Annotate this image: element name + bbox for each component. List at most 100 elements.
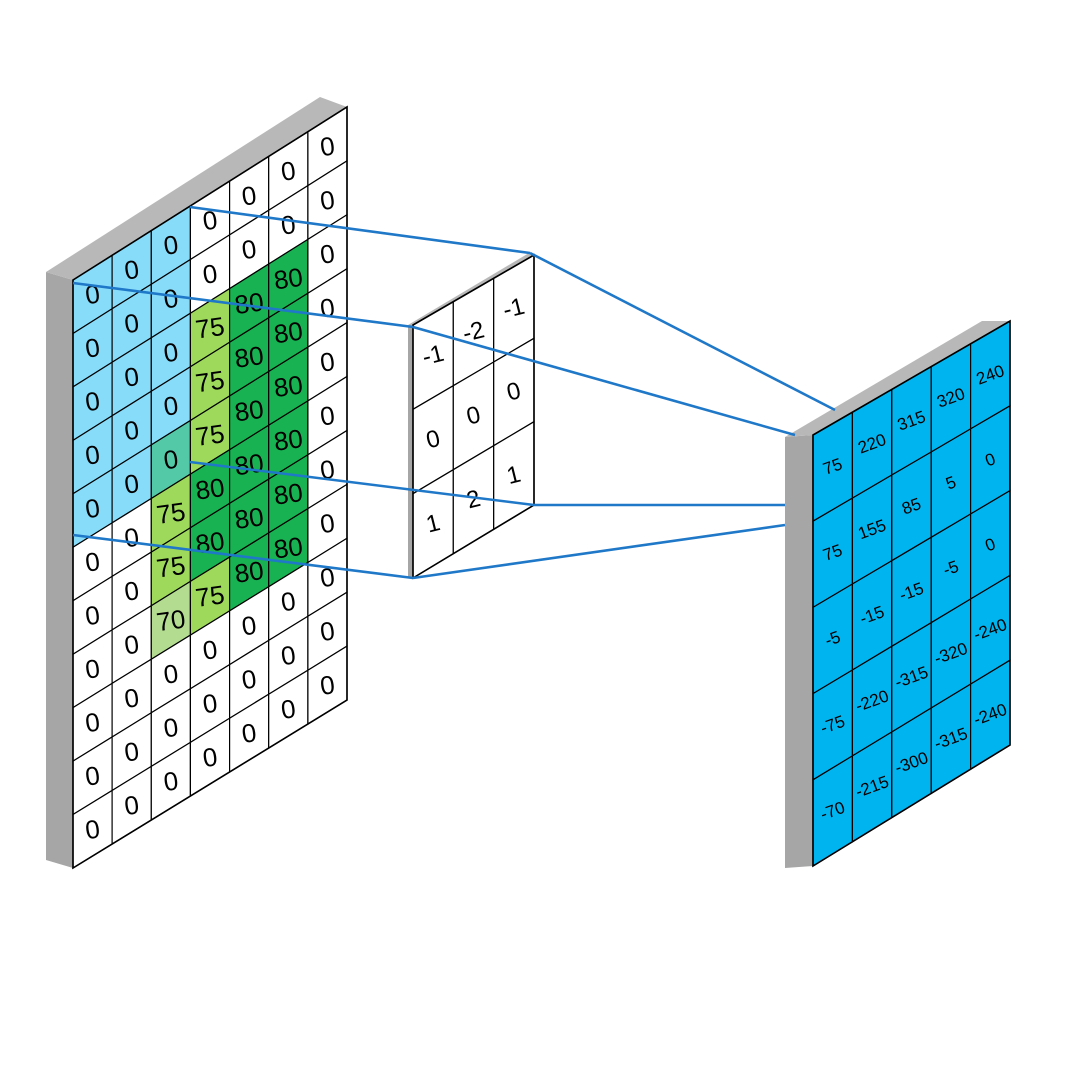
input-cell-value: 0 [83, 653, 102, 685]
input-cell-value: 0 [162, 336, 181, 368]
input-cell-value: 0 [162, 283, 181, 315]
connector-line [412, 325, 796, 437]
input-cell-value: 80 [272, 477, 305, 511]
input-cell-value: 80 [272, 369, 305, 403]
connector-lines [72, 205, 836, 580]
input-cell-value: 0 [162, 390, 181, 422]
connector-line [72, 281, 414, 329]
output-frame-top [785, 321, 1010, 437]
input-cell-value: 0 [162, 712, 181, 744]
input-cell-value: 0 [83, 332, 102, 364]
output-cell-value: -5 [941, 557, 962, 580]
connector-line [412, 523, 786, 580]
input-cell-value: 0 [318, 561, 337, 593]
input-cell-value: 0 [201, 204, 220, 236]
output-cell-value: -5 [822, 627, 843, 650]
input-cell-value: 0 [318, 238, 337, 270]
input-cell-value: 0 [83, 706, 102, 738]
input-cell-value: 80 [233, 555, 266, 589]
output-border [812, 319, 1011, 868]
input-cell-value: 80 [272, 262, 305, 296]
kernel-frame-side [408, 325, 413, 578]
input-cell-value: 0 [318, 669, 337, 701]
input-cell-value: 0 [279, 639, 298, 671]
kernel-cell-value: 0 [504, 377, 523, 406]
kernel-cell-value: 0 [423, 425, 442, 454]
input-cell-value: 0 [122, 415, 141, 447]
input-cell-value: 80 [233, 448, 266, 482]
output-frame-side [785, 435, 813, 868]
input-cell-value: 0 [83, 546, 102, 578]
input-matrix: 0000000000000000075808000007580800000758… [46, 97, 348, 870]
input-cell-value: 0 [122, 254, 141, 286]
connector-line [189, 205, 531, 255]
input-cell-value: 0 [162, 658, 181, 690]
input-border [72, 105, 348, 870]
input-cell-value: 0 [122, 468, 141, 500]
input-cell-value: 0 [162, 444, 181, 476]
connector-line [72, 533, 414, 580]
input-cell-value: 0 [122, 361, 141, 393]
input-cell-value: 80 [272, 423, 305, 457]
input-cell-value: 0 [279, 209, 298, 241]
input-cell-value: 0 [83, 599, 102, 631]
input-cell-value: 0 [83, 760, 102, 792]
input-frame-side [46, 272, 73, 868]
input-cell-value: 0 [162, 229, 181, 261]
input-cell-value: 80 [272, 531, 305, 565]
kernel-cell-value: 1 [423, 509, 442, 538]
input-cell-value: 0 [240, 664, 259, 696]
input-cell-value: 0 [122, 522, 141, 554]
input-cell-value: 80 [233, 394, 266, 428]
input-cell-value: 0 [318, 346, 337, 378]
input-cell-value: 0 [201, 634, 220, 666]
input-cell-value: 70 [154, 603, 187, 637]
input-cell-value: 75 [154, 550, 187, 584]
input-cell-value: 0 [201, 258, 220, 290]
input-cell-value: 0 [318, 130, 337, 162]
input-cell-value: 75 [194, 579, 227, 613]
input-cell-value: 0 [240, 180, 259, 212]
connector-line [529, 251, 836, 412]
input-cell-value: 0 [122, 736, 141, 768]
kernel-cell-value: 1 [504, 461, 523, 490]
input-cell-value: 75 [194, 418, 227, 452]
input-cell-value: 80 [272, 316, 305, 350]
connector-line [189, 460, 535, 507]
input-cell-value: 0 [240, 234, 259, 266]
input-cell-value: 0 [240, 717, 259, 749]
input-cell-value: 0 [318, 184, 337, 216]
input-cell-value: 0 [240, 610, 259, 642]
input-cell-value: 0 [279, 155, 298, 187]
input-cell-value: 0 [318, 508, 337, 540]
input-cell-value: 80 [233, 501, 266, 535]
input-cell-value: 0 [201, 688, 220, 720]
output-matrix: 75220315320240751558550-5-15-15-50-75-22… [785, 319, 1011, 868]
input-cell-value: 0 [279, 586, 298, 618]
input-cell-value: 0 [279, 693, 298, 725]
kernel-cell-value: 0 [464, 401, 483, 430]
input-cell-value: 0 [318, 400, 337, 432]
input-cell-value: 80 [194, 472, 227, 506]
input-cell-value: 0 [201, 741, 220, 773]
input-cell-value: 75 [194, 365, 227, 399]
input-cell-value: 0 [162, 765, 181, 797]
input-cell-value: 80 [233, 340, 266, 374]
kernel-cell-value: 2 [464, 485, 483, 514]
input-cell-value: 0 [318, 615, 337, 647]
kernel-frame-top [408, 253, 534, 325]
input-cell-value: 0 [83, 492, 102, 524]
input-cell-value: 0 [122, 682, 141, 714]
input-cell-value: 75 [194, 311, 227, 345]
input-frame-top [46, 97, 347, 280]
input-cell-value: 0 [122, 629, 141, 661]
input-cell-value: 0 [122, 575, 141, 607]
input-cell-value: 0 [83, 813, 102, 845]
input-cell-value: 0 [122, 307, 141, 339]
input-cell-value: 0 [83, 439, 102, 471]
input-cell-value: 0 [83, 386, 102, 418]
input-cell-value: 0 [122, 789, 141, 821]
input-cell-value: 75 [154, 496, 187, 530]
